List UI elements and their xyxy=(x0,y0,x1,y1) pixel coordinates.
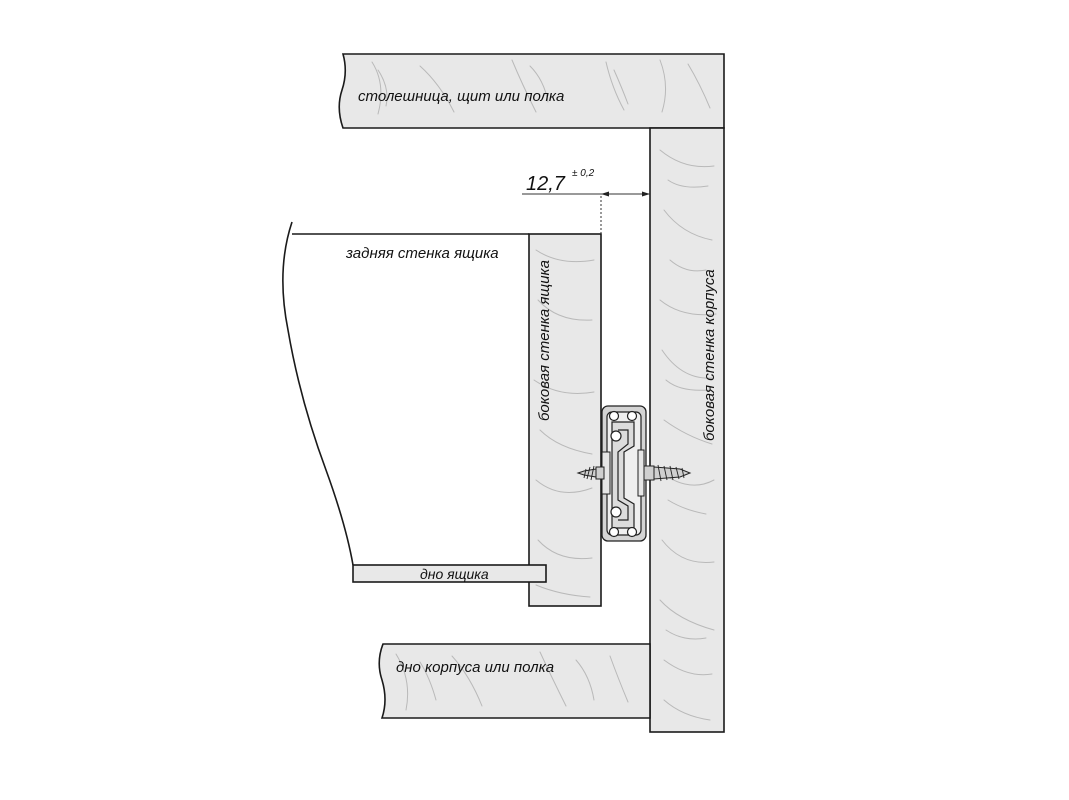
drawer-bottom-label: дно ящика xyxy=(420,566,489,582)
drawer-side-panel: боковая стенка ящика xyxy=(528,233,602,607)
back-wall-label: задняя стенка ящика xyxy=(345,245,499,262)
body-side-panel: боковая стенка корпуса xyxy=(649,127,725,733)
countertop-panel: столешница, щит или полка xyxy=(338,53,725,129)
screw-icon xyxy=(576,464,692,482)
body-bottom-label: дно корпуса или полка xyxy=(396,659,554,676)
drawer-bottom-panel: дно ящика xyxy=(352,564,547,583)
drawer-side-label: боковая стенка ящика xyxy=(536,260,553,421)
gap-dimension: 12,7 ± 0,2 xyxy=(522,168,650,234)
ball-bearing-slide-icon xyxy=(601,405,647,542)
body-side-label: боковая стенка корпуса xyxy=(701,269,718,441)
drawer-back-wall: задняя стенка ящика xyxy=(282,221,529,566)
body-bottom-panel: дно корпуса или полка xyxy=(378,643,651,719)
dimension-tolerance: ± 0,2 xyxy=(572,168,595,179)
countertop-label: столешница, щит или полка xyxy=(358,88,564,105)
dimension-value: 12,7 xyxy=(526,173,566,195)
